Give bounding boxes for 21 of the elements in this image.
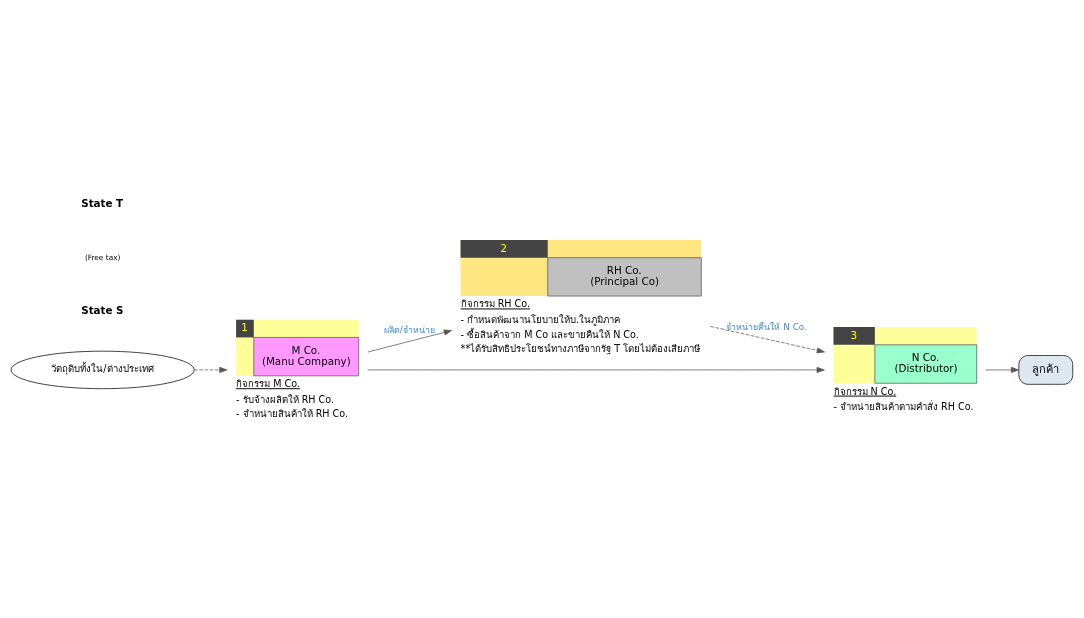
node-label: - รับจ้างผลิตให้ RH Co. — [236, 393, 335, 405]
node-label: **ได้รับสิทธิประโยชน์ทางภาษีจากรัฐ T โดยไม่ต้องเสียภาษี — [460, 343, 701, 355]
node-label: - กำหนดพัฒนานโยบายให้บ.ในภูมิภาค — [460, 313, 621, 325]
node-label: - จำหน่ายสินค้าตามคำสั่ง RH Co. — [833, 401, 974, 413]
node-label: กิจกรรม RH Co. — [460, 298, 531, 310]
arrow — [367, 366, 825, 373]
node-box: ลูกค้า — [1018, 355, 1074, 385]
arrow — [710, 326, 825, 354]
arrow — [193, 366, 228, 373]
node-label: - ซื้อสินค้าจาก M Co และขายคืนให้ N Co. — [460, 328, 639, 340]
node-label: กิจกรรม M Co. — [236, 378, 300, 390]
node-label: - จำหน่ายสินค้าให้ RH Co. — [236, 408, 349, 420]
edge-label: ผลิต/จำหน่าย — [383, 325, 435, 336]
arrow — [985, 366, 1020, 373]
node-ellipse: วัตถุดิบทั้งใน/ต่างประเทศ — [10, 350, 195, 390]
label: State T — [81, 197, 124, 210]
label: (Free tax) — [84, 253, 121, 263]
node-label: กิจกรรม N Co. — [833, 385, 897, 397]
edge-label: จำหน่ายคืนให้ N Co. — [726, 321, 807, 332]
arrow — [367, 329, 452, 353]
label: State S — [81, 303, 124, 316]
